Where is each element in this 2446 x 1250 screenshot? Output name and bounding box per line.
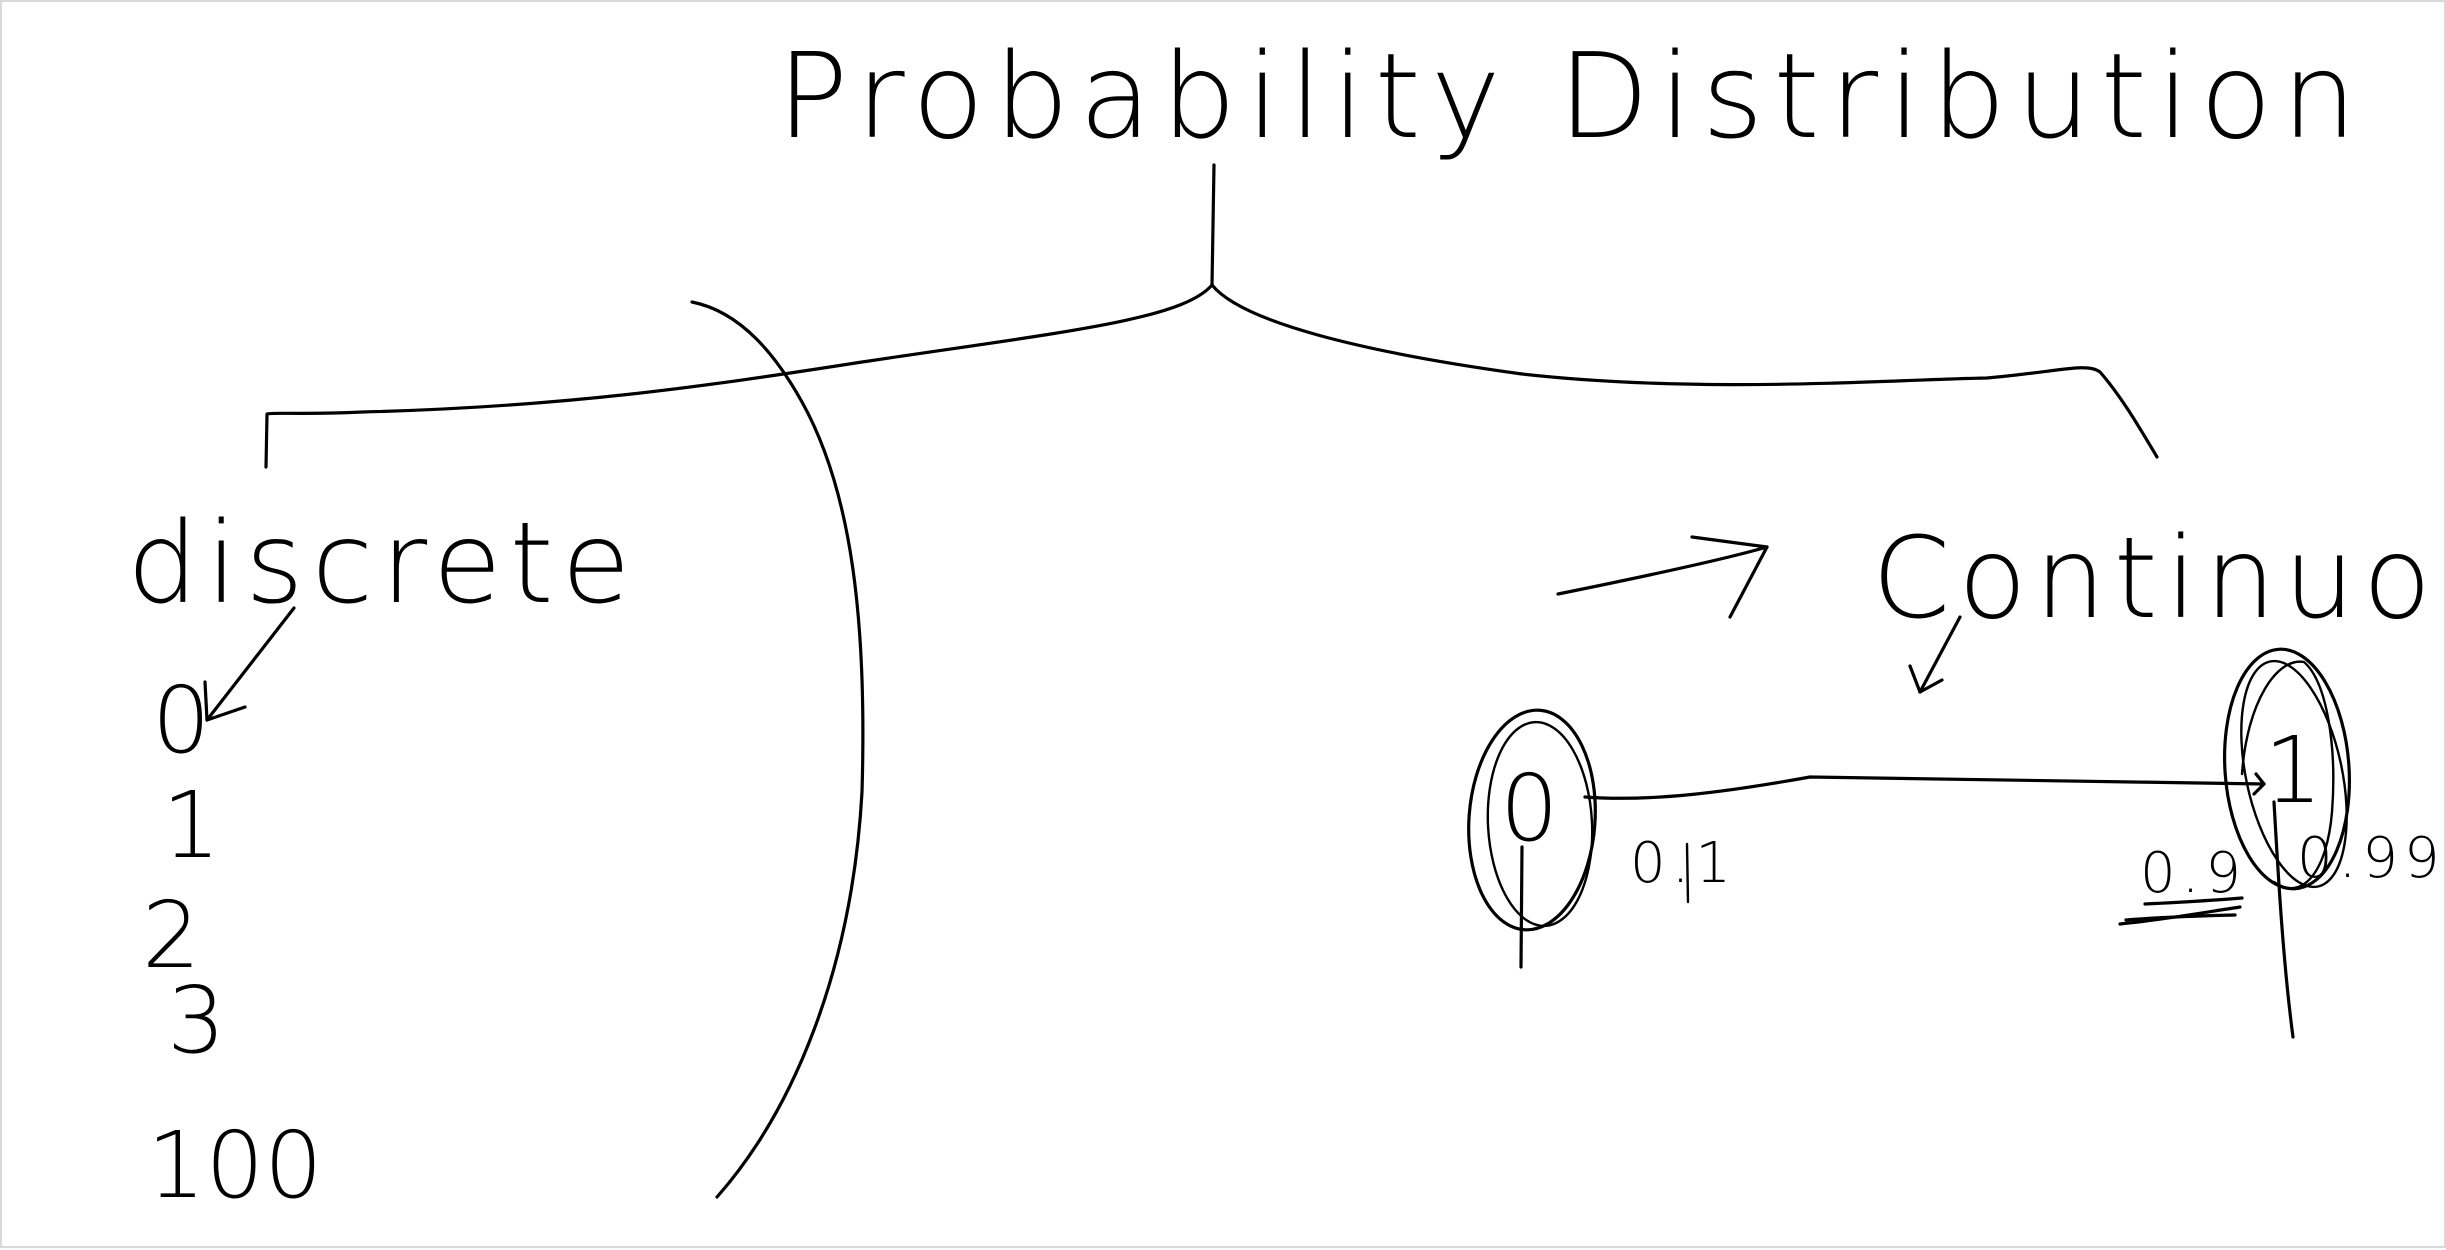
near-end-label-a: 0.9 (2140, 841, 2247, 906)
near-end-underline (2143, 896, 2244, 906)
end-point-oval-inner (2240, 659, 2348, 889)
end-point-tick (2272, 800, 2295, 1039)
near-start-label: 0.1 (1630, 831, 1737, 896)
start-point-oval-inner (1486, 720, 1594, 928)
start-point-oval (1467, 708, 1597, 932)
continuous-label: Continuous (1872, 514, 2446, 644)
title-stem-line (1210, 163, 1216, 287)
left-branch-line (264, 283, 1214, 469)
interval-line-end-icon (2252, 772, 2266, 796)
discrete-label: discrete (127, 499, 638, 629)
end-point-oval-scribble (2240, 660, 2335, 890)
discrete-arrow-line (205, 606, 296, 722)
discrete-value-0: 0 (152, 667, 211, 774)
near-end-scribble-2 (2124, 913, 2237, 922)
discrete-value-2: 2 (142, 882, 201, 989)
continuous-arrow-head-icon (1690, 535, 1769, 619)
discrete-value-3: 3 (167, 967, 226, 1074)
start-point-label: 0 (1500, 755, 1559, 862)
continuous-small-arrow-line (1918, 615, 1962, 694)
near-end-label-b: 0.99 (2297, 826, 2446, 891)
continuous-arrow-line (1556, 545, 1769, 596)
near-start-tick (1685, 842, 1690, 904)
discrete-arrow-head-icon (203, 680, 247, 722)
section-divider-curve (690, 300, 865, 1199)
continuous-small-arrow-head-icon (1908, 664, 1944, 694)
discrete-value-100: 100 (147, 1112, 323, 1219)
diagram-title: Probability Distribution (777, 27, 2367, 165)
right-branch-line (1210, 283, 2159, 459)
interval-line (1583, 775, 2266, 800)
discrete-value-1: 1 (162, 772, 221, 879)
start-point-tick (1519, 845, 1524, 969)
